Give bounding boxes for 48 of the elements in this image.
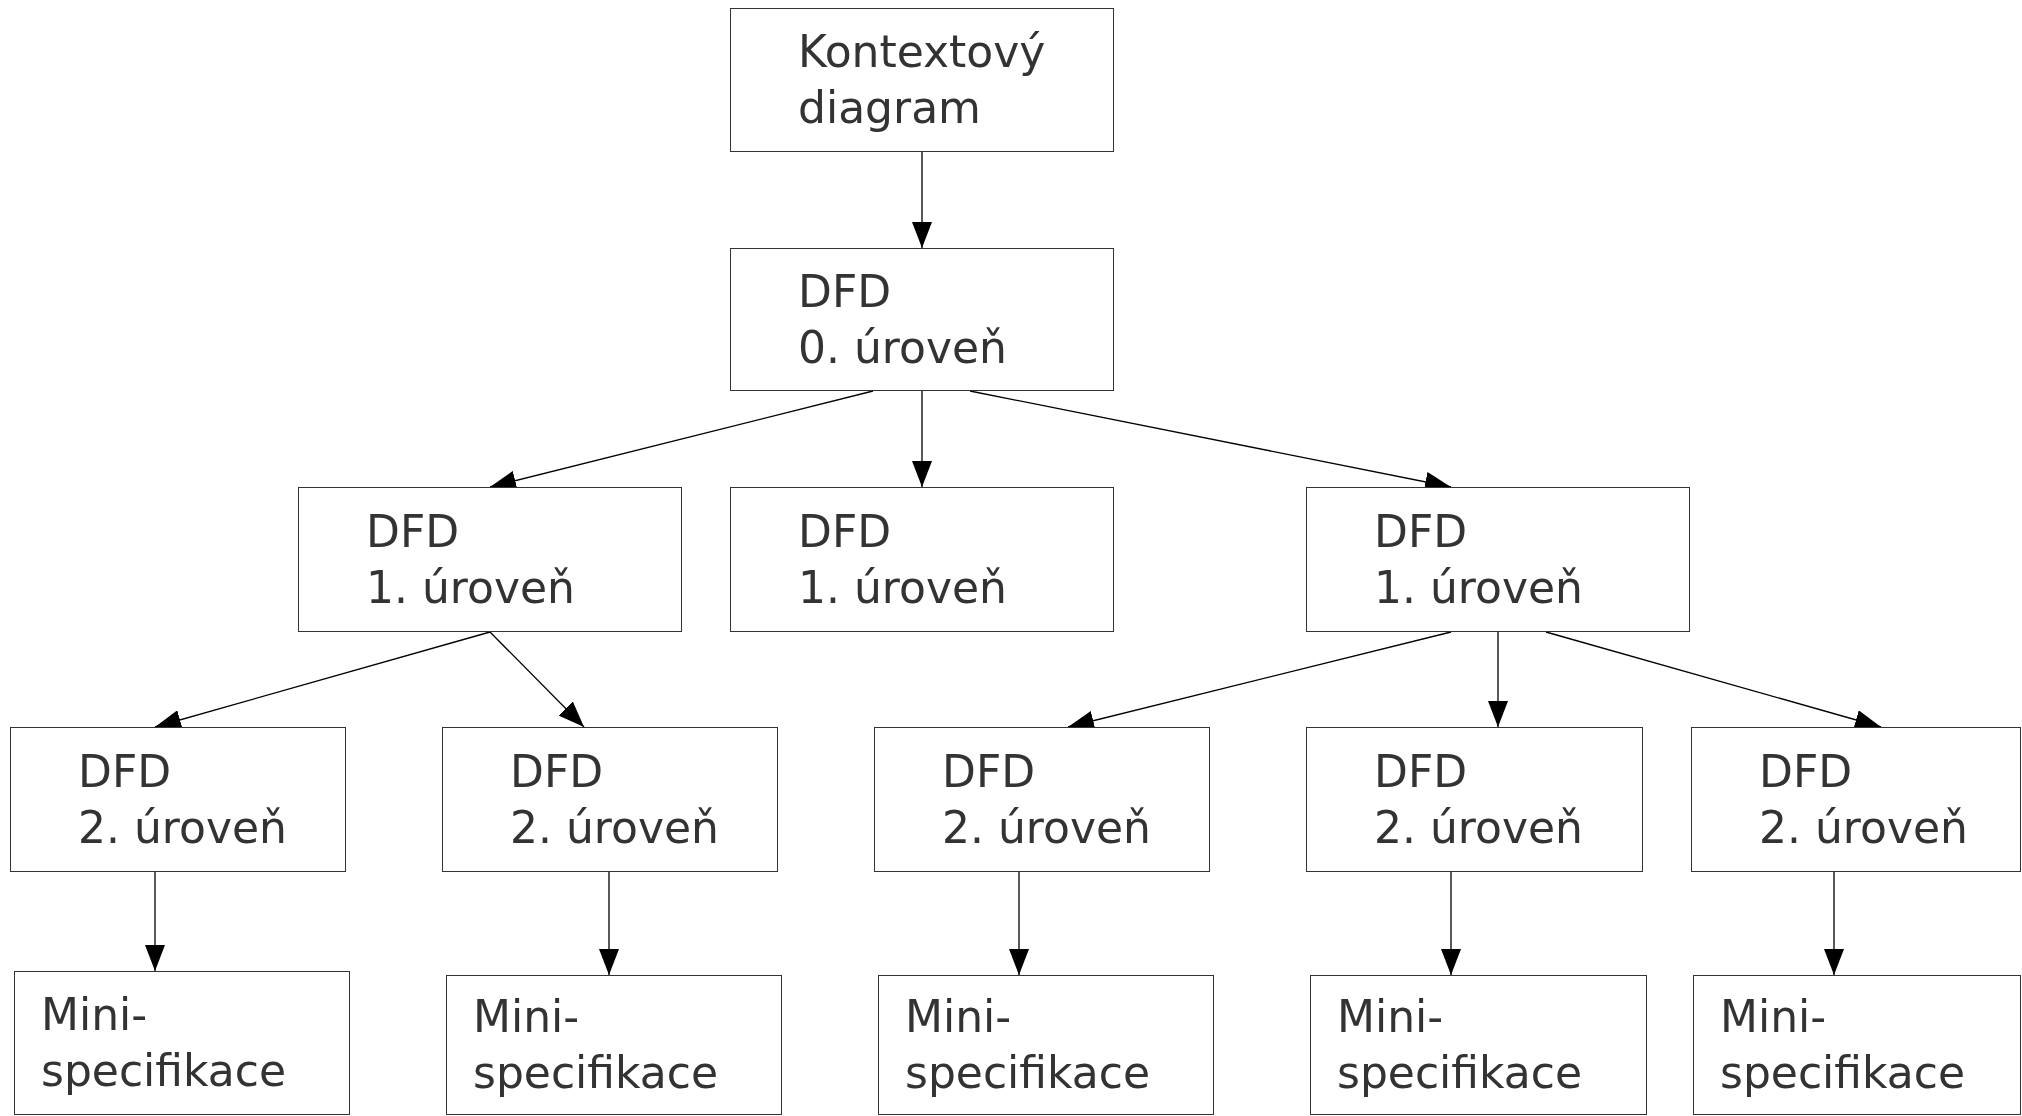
process-box — [14, 971, 350, 1115]
box-label: DFD — [366, 504, 460, 559]
arrow — [1488, 631, 1508, 728]
process-box — [730, 248, 1114, 391]
arrow — [1824, 871, 1844, 976]
process-box — [1306, 727, 1643, 872]
process-box — [1306, 487, 1690, 632]
box-label: DFD — [1374, 744, 1468, 799]
process-box — [442, 727, 778, 872]
process-box — [730, 8, 1114, 152]
process-box — [1693, 975, 2021, 1115]
arrow — [1009, 871, 1029, 976]
box-label: 2. úroveň — [510, 800, 719, 855]
box-label: DFD — [510, 744, 604, 799]
process-box — [10, 727, 346, 872]
box-label: 1. úroveň — [1374, 560, 1583, 615]
arrow — [599, 871, 619, 976]
box-label: 0. úroveň — [798, 320, 1007, 375]
arrow — [145, 871, 165, 972]
box-label: DFD — [798, 264, 892, 319]
box-label: DFD — [78, 744, 172, 799]
box-label: DFD — [1759, 744, 1853, 799]
box-label: 2. úroveň — [1759, 800, 1968, 855]
box-label: 2. úroveň — [78, 800, 287, 855]
box-label: DFD — [798, 504, 892, 559]
process-box — [446, 975, 782, 1115]
process-box — [878, 975, 1214, 1115]
box-label: 2. úroveň — [942, 800, 1151, 855]
box-label: Mini-specifikace — [1720, 990, 1966, 1100]
process-box — [1691, 727, 2021, 872]
box-label: Mini-specifikace — [473, 990, 719, 1100]
box-label: DFD — [1374, 504, 1468, 559]
box-label: 1. úroveň — [798, 560, 1007, 615]
arrow — [489, 631, 585, 728]
arrow — [912, 390, 932, 488]
box-label: 2. úroveň — [1374, 800, 1583, 855]
box-label: Mini-specifikace — [41, 988, 287, 1098]
box-label: DFD — [942, 744, 1036, 799]
box-label: Mini-specifikace — [1337, 990, 1583, 1100]
process-box — [730, 487, 1114, 632]
arrow — [1441, 871, 1461, 976]
process-box — [1310, 975, 1647, 1115]
process-box — [298, 487, 682, 632]
box-label: Mini-specifikace — [905, 990, 1151, 1100]
process-box — [874, 727, 1210, 872]
box-label: 1. úroveň — [366, 560, 575, 615]
box-label: Kontextový diagram — [798, 25, 1047, 135]
arrow — [912, 151, 932, 249]
